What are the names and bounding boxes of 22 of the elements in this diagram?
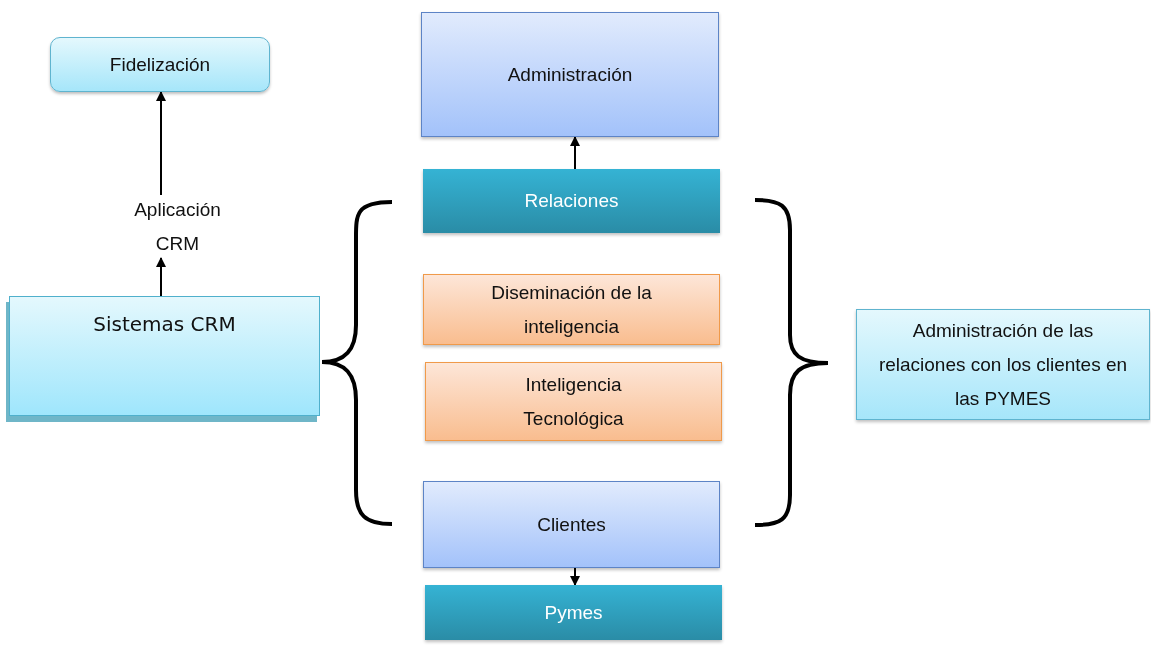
- node-label: Aplicación CRM: [133, 197, 222, 256]
- box-label: Relaciones: [524, 189, 619, 213]
- box-label: Pymes: [544, 600, 603, 625]
- box-label: Diseminación de la inteligencia: [490, 280, 653, 339]
- arrow: [570, 567, 580, 586]
- process-box: [425, 585, 722, 640]
- process-box: [423, 481, 720, 568]
- box-label: Administración de las relaciones con los clientes en las PYMES: [877, 318, 1129, 411]
- process-box: [50, 37, 270, 92]
- process-box: [421, 12, 719, 137]
- box-label: Administración: [507, 62, 633, 87]
- process-box: [425, 362, 722, 441]
- process-box: [423, 274, 720, 345]
- arrow: [156, 91, 166, 196]
- box-label: Sistemas CRM: [93, 311, 236, 338]
- box-label: Inteligencia Tecnológica: [522, 372, 625, 431]
- arrow: [570, 136, 580, 170]
- box-label: Clientes: [537, 512, 606, 537]
- arrow: [156, 257, 166, 297]
- text-box: [856, 309, 1150, 420]
- process-box: [423, 169, 720, 233]
- box-label: Fidelización: [109, 52, 211, 77]
